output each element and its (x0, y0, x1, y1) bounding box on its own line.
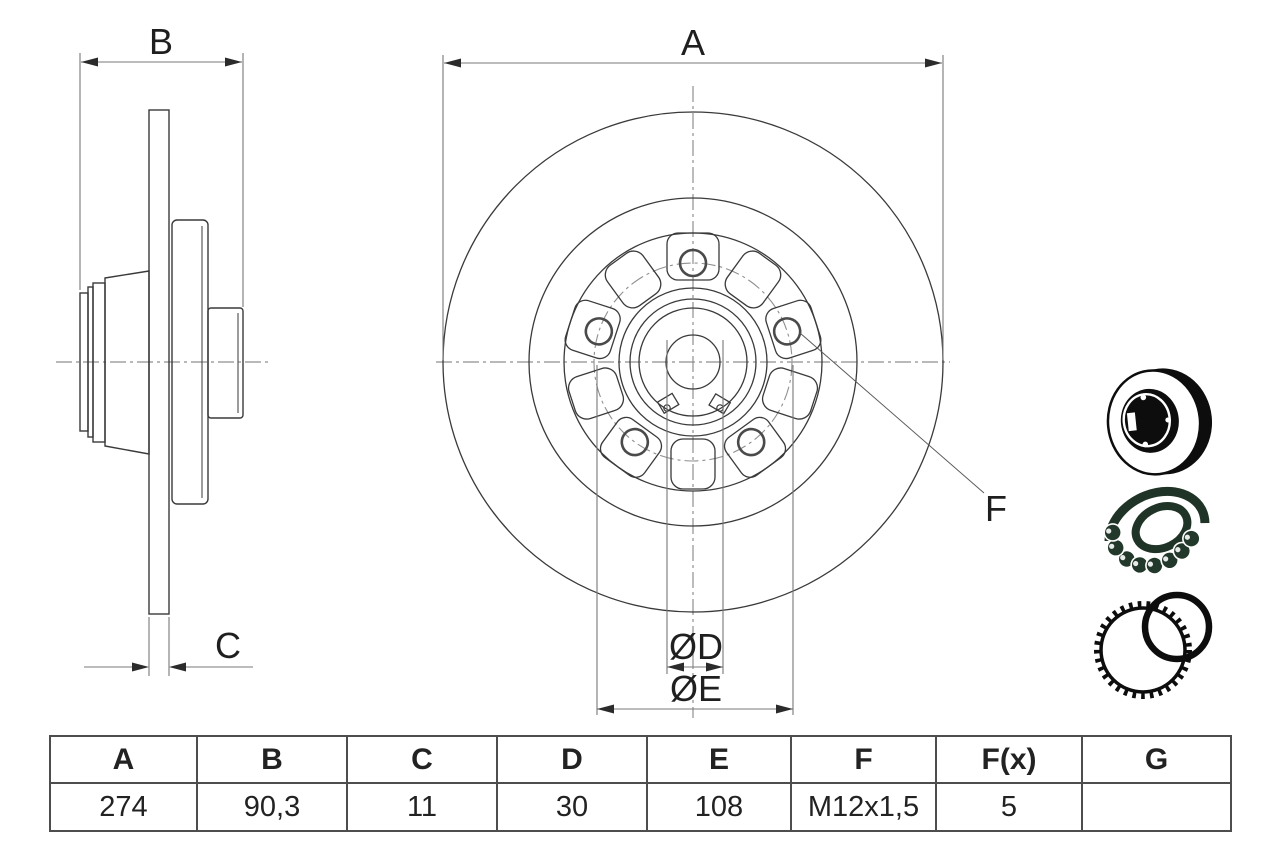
value-A: 274 (49, 782, 198, 832)
dim-B-arrow-left (81, 57, 98, 67)
hat-rim-circle (528, 197, 858, 527)
web-recess-0 (724, 250, 782, 309)
header-F: F (790, 735, 937, 784)
center-bore-circle (665, 334, 721, 390)
dim-B-arrow-right (225, 57, 242, 67)
web-recess-3 (567, 367, 625, 420)
dim-E-arrow-right (776, 704, 793, 714)
table-value-row: 274 90,3 11 30 108 M12x1,5 5 (49, 782, 1232, 832)
bolt-pocket-3 (599, 416, 663, 478)
seal-ring (1141, 591, 1213, 663)
flange-step-circle (629, 298, 757, 426)
disc-outer-circle (442, 111, 944, 613)
dim-F-leader (799, 332, 985, 494)
dim-E (596, 365, 794, 715)
brake-disc-icon (1106, 368, 1213, 476)
bolt-pocket-1 (765, 299, 822, 360)
dim-A-arrow-right (925, 58, 942, 68)
dim-A-arrow-left (444, 58, 461, 68)
hub-cylinder-section (207, 307, 244, 419)
abs-ring-teeth (1094, 601, 1192, 699)
dim-D-label: ØD (669, 626, 723, 667)
value-Fx: 5 (935, 782, 1083, 832)
hub-ring-inner (92, 282, 106, 443)
bolt-pocket-2 (723, 416, 787, 478)
dim-C-arrow-right (169, 662, 186, 672)
wheel-bearing-icon (1103, 486, 1210, 575)
dim-A-label: A (681, 22, 705, 63)
dim-D-arrow-right (706, 662, 723, 672)
bolt-pocket-0 (666, 232, 720, 281)
value-E: 108 (646, 782, 792, 832)
header-D: D (496, 735, 648, 784)
value-B: 90,3 (196, 782, 348, 832)
value-F: M12x1,5 (790, 782, 937, 832)
abs-ring-body (1099, 606, 1187, 694)
side-view (56, 109, 268, 615)
dim-C (84, 617, 253, 676)
dimension-table: A B C D E F F(x) G 274 90,3 11 30 108 M1… (49, 735, 1232, 832)
header-G: G (1081, 735, 1232, 784)
dim-B-label: B (149, 21, 173, 62)
header-Fx: F(x) (935, 735, 1083, 784)
web-recess-4 (604, 250, 662, 309)
dim-D (666, 340, 724, 674)
dim-D-arrow-left (667, 662, 684, 672)
value-C: 11 (346, 782, 498, 832)
dim-F-label: F (985, 488, 1007, 529)
header-E: E (646, 735, 792, 784)
bolt-pocket-4 (564, 299, 621, 360)
bearing-balls (1103, 523, 1201, 575)
dim-E-arrow-left (597, 704, 614, 714)
technical-drawing: B C (56, 21, 1213, 718)
front-view (436, 86, 950, 718)
header-B: B (196, 735, 348, 784)
value-D: 30 (496, 782, 648, 832)
web-recess-2 (670, 438, 716, 490)
dim-A (442, 55, 944, 360)
web-recess-1 (761, 367, 819, 420)
header-C: C (346, 735, 498, 784)
dim-C-arrow-left (132, 662, 149, 672)
header-A: A (49, 735, 198, 784)
notch-left (656, 392, 680, 415)
dim-C-label: C (215, 625, 241, 666)
dim-B (79, 53, 244, 307)
abs-ring-icon (1094, 591, 1213, 699)
bearing-face-circle (638, 307, 748, 417)
table-header-row: A B C D E F F(x) G (49, 735, 1232, 784)
ball-highlights (1106, 528, 1190, 567)
flange-outer-circle (618, 287, 768, 437)
value-G (1081, 782, 1232, 832)
dim-E-label: ØE (670, 668, 722, 709)
bolt-pitch-circle (593, 262, 793, 462)
